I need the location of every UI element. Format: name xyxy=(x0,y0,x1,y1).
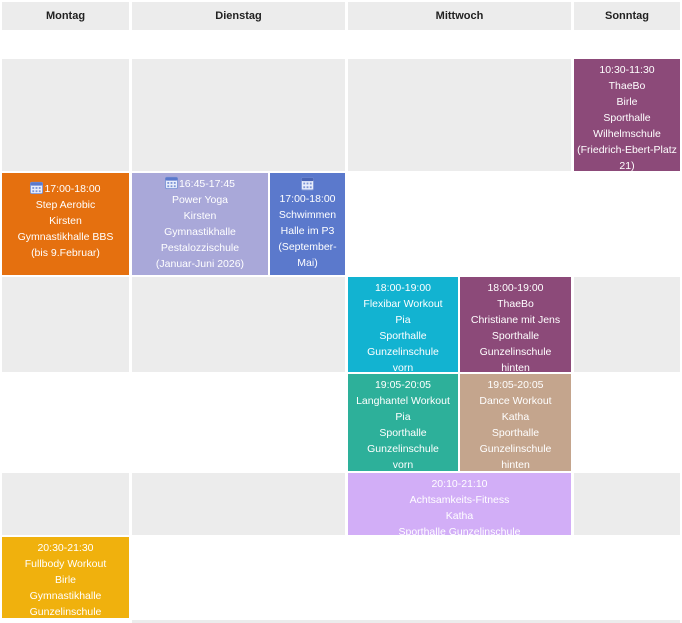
calendar-icon[interactable] xyxy=(30,181,44,194)
event-fullbody-workout[interactable]: 20:30-21:30 Fullbody Workout Birle Gymna… xyxy=(2,537,129,618)
event-venue: Sporthalle xyxy=(379,427,427,439)
event-venue: Gunzelinschule xyxy=(29,606,102,618)
event-trainer: Pia xyxy=(395,411,411,423)
event-flexibar-workout[interactable]: 18:00-19:00 Flexibar Workout Pia Sportha… xyxy=(348,277,458,372)
event-venue: 21) xyxy=(619,160,635,171)
event-dance-workout[interactable]: 19:05-20:05 Dance Workout Katha Sporthal… xyxy=(460,374,571,471)
event-trainer: Katha xyxy=(501,411,530,423)
event-time-row: 16:45-17:45 xyxy=(134,176,266,192)
event-trainer: Birle xyxy=(616,96,638,108)
event-schwimmen[interactable]: 17:00-18:00 Schwimmen Halle im P3 (Septe… xyxy=(270,173,345,275)
event-venue: Sporthalle Gunzelinschule xyxy=(398,526,521,535)
event-venue: Gymnastikhalle xyxy=(29,590,102,602)
event-achtsamkeits-fitness[interactable]: 20:10-21:10 Achtsamkeits-Fitness Katha S… xyxy=(348,473,571,535)
event-name: Dance Workout xyxy=(479,395,552,407)
event-venue: vorn xyxy=(392,362,414,372)
event-thaebo-sonntag[interactable]: 10:30-11:30 ThaeBo Birle Sporthalle Wilh… xyxy=(574,59,680,171)
event-time: 16:45-17:45 xyxy=(178,178,236,190)
event-name: ThaeBo xyxy=(608,80,646,92)
event-time: 20:30-21:30 xyxy=(37,542,94,554)
day-header-montag: Montag xyxy=(2,2,129,30)
event-name: Flexibar Workout xyxy=(363,298,443,310)
empty-cell xyxy=(574,473,680,535)
footer-strip xyxy=(132,620,680,623)
event-venue: Sporthalle xyxy=(491,427,540,439)
event-time: 10:30-11:30 xyxy=(599,64,655,76)
day-header-sonntag: Sonntag xyxy=(574,2,680,30)
event-langhantel-workout[interactable]: 19:05-20:05 Langhantel Workout Pia Sport… xyxy=(348,374,458,471)
empty-cell xyxy=(132,473,345,535)
event-thaebo-mittwoch[interactable]: 18:00-19:00 ThaeBo Christiane mit Jens S… xyxy=(460,277,571,372)
event-venue: Wilhelmschule xyxy=(593,128,661,140)
event-time: 18:00-19:00 xyxy=(374,282,432,294)
event-venue: Gunzelinschule xyxy=(367,346,439,358)
event-trainer: Katha xyxy=(445,510,474,522)
event-venue: Halle im P3 xyxy=(280,225,335,237)
event-name: Langhantel Workout xyxy=(356,395,450,407)
event-trainer: Pia xyxy=(395,314,411,326)
event-note: Mai) xyxy=(297,257,318,269)
day-header-dienstag: Dienstag xyxy=(132,2,345,30)
event-time: 17:00-18:00 xyxy=(44,183,101,195)
event-note: (September- xyxy=(278,241,337,253)
event-venue: Sporthalle xyxy=(603,112,651,124)
event-name: Achtsamkeits-Fitness xyxy=(409,494,510,506)
calendar-icon[interactable] xyxy=(164,176,178,189)
event-time: 19:05-20:05 xyxy=(487,379,544,391)
event-venue: Gunzelinschule xyxy=(479,346,552,358)
empty-cell xyxy=(2,277,129,372)
event-time-row: 17:00-18:00 xyxy=(4,181,127,197)
event-venue: Sporthalle xyxy=(379,330,427,342)
event-trainer: Christiane mit Jens xyxy=(470,314,561,326)
event-time: 19:05-20:05 xyxy=(374,379,432,391)
event-time: 17:00-18:00 xyxy=(279,193,336,205)
event-name: Fullbody Workout xyxy=(24,558,107,570)
event-venue: hinten xyxy=(501,362,530,372)
event-name: ThaeBo xyxy=(497,298,534,310)
event-venue: Gymnastikhalle xyxy=(164,226,236,238)
day-header-mittwoch: Mittwoch xyxy=(348,2,571,30)
event-venue: Gunzelinschule xyxy=(479,443,552,455)
event-step-aerobic[interactable]: 17:00-18:00 Step Aerobic Kirsten Gymnast… xyxy=(2,173,129,275)
event-trainer: Kirsten xyxy=(183,210,217,222)
event-venue: (Friedrich-Ebert-Platz xyxy=(577,144,677,156)
event-time: 20:10-21:10 xyxy=(431,478,488,490)
event-name: Step Aerobic xyxy=(35,199,96,211)
event-note: (bis 9.Februar) xyxy=(31,247,100,259)
event-trainer: Kirsten xyxy=(49,215,82,227)
event-time: 18:00-19:00 xyxy=(487,282,544,294)
event-venue: hinten xyxy=(501,459,530,471)
event-trainer: Birle xyxy=(54,574,76,586)
event-venue: Gunzelinschule xyxy=(367,443,439,455)
event-power-yoga[interactable]: 16:45-17:45 Power Yoga Kirsten Gymnastik… xyxy=(132,173,268,275)
event-note: (Januar-Juni 2026) xyxy=(155,258,245,270)
event-name: Schwimmen xyxy=(278,209,337,221)
event-venue: vorn xyxy=(392,459,414,471)
empty-cell xyxy=(132,277,345,372)
event-name: Power Yoga xyxy=(171,194,229,206)
empty-cell xyxy=(574,277,680,372)
empty-cell xyxy=(348,59,571,171)
empty-cell xyxy=(2,59,129,171)
event-venue: Sporthalle xyxy=(491,330,540,342)
calendar-icon[interactable] xyxy=(301,176,314,191)
empty-cell xyxy=(2,473,129,535)
event-venue: Gymnastikhalle BBS xyxy=(17,231,114,243)
empty-cell xyxy=(132,59,345,171)
event-venue: Pestalozzischule xyxy=(160,242,240,254)
